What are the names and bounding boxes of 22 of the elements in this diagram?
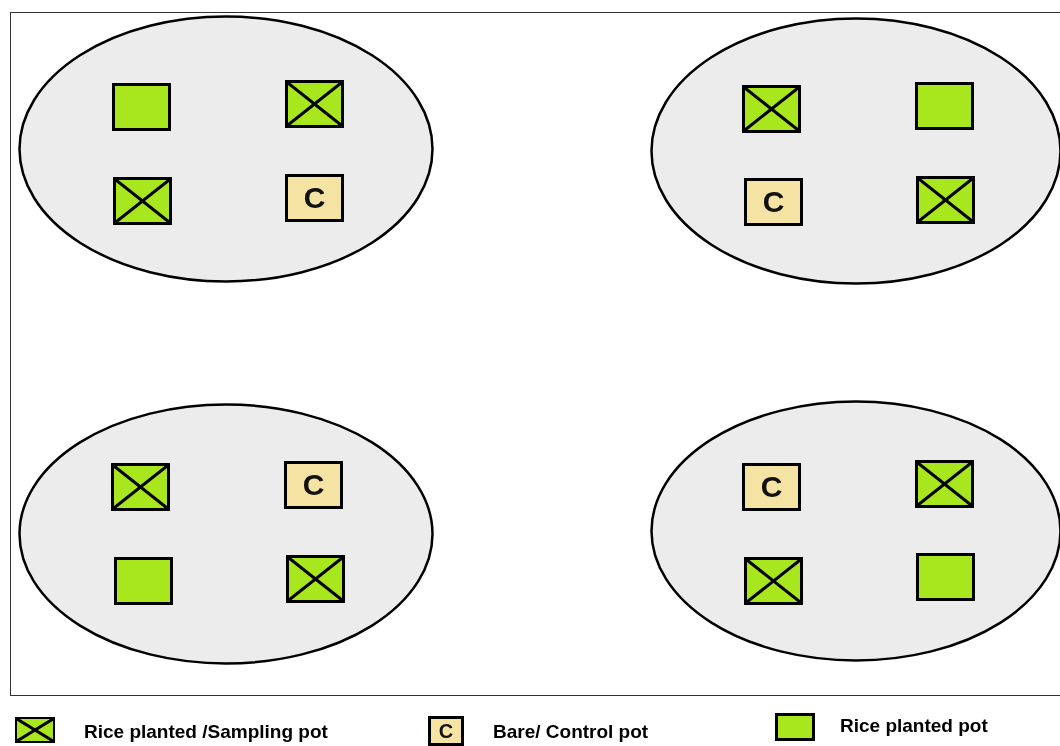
sampling-pot: [286, 555, 345, 603]
control-pot: C: [742, 463, 801, 511]
sampling-pot: [285, 80, 344, 128]
control-pot: C: [285, 174, 344, 222]
planted-pot: [114, 557, 173, 605]
planted-pot: [915, 82, 974, 130]
sampling-pot: [742, 85, 801, 133]
sampling-pot: [111, 463, 170, 511]
legend-text: Rice planted pot: [840, 715, 988, 737]
planted-pot: [112, 83, 171, 131]
planted-pot: [916, 553, 975, 601]
plot-ellipse: [18, 403, 434, 665]
sampling-pot: [113, 177, 172, 225]
sampling-pot: [744, 557, 803, 605]
legend-text: Bare/ Control pot: [493, 721, 649, 743]
control-pot: C: [744, 178, 803, 226]
plot-ellipse: [18, 15, 434, 283]
legend-text: Rice planted /Sampling pot: [84, 721, 328, 743]
control-pot: C: [284, 461, 343, 509]
sampling-pot: [916, 176, 975, 224]
sampling-pot: [915, 460, 974, 508]
control-swatch: C: [428, 716, 464, 746]
